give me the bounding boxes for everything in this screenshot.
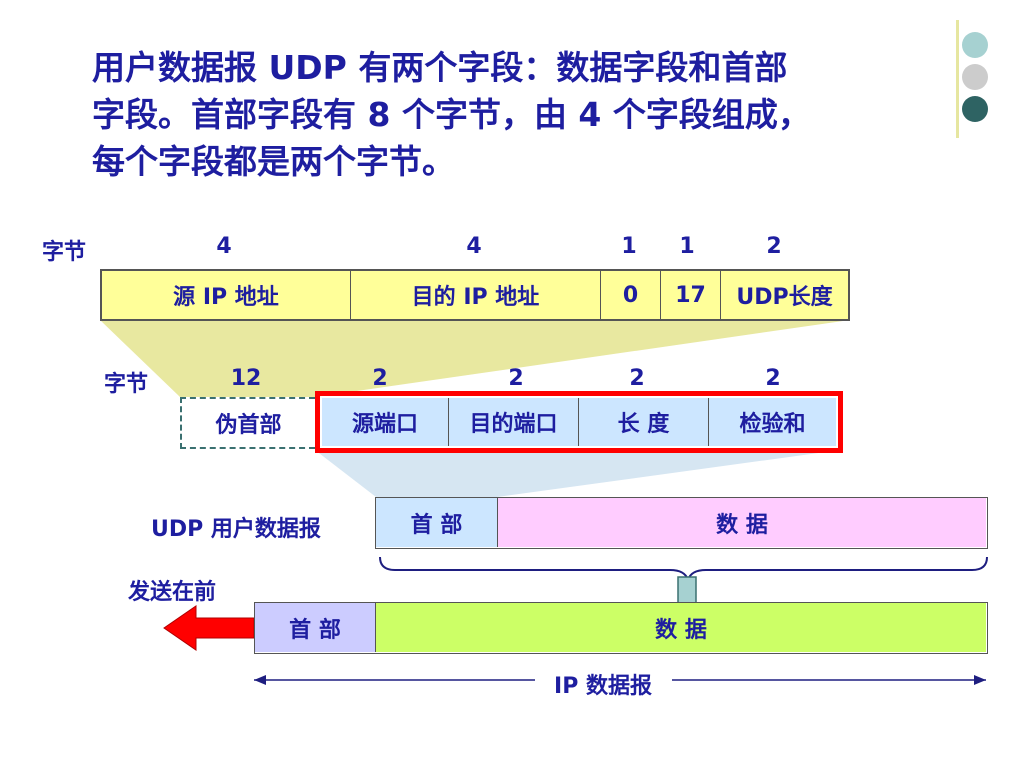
pseudo-header-field: 伪首部 bbox=[180, 397, 315, 449]
udp-datagram-row: 首 部 数 据 bbox=[375, 497, 988, 549]
title-line-1: 用户数据报 UDP 有两个字段：数据字段和首部 bbox=[92, 48, 788, 87]
udp-datagram-label: UDP 用户数据报 bbox=[151, 517, 321, 542]
ip-datagram-label: IP 数据报 bbox=[554, 674, 652, 699]
udp-field-length: 长 度 bbox=[578, 398, 708, 446]
udp-field-dst-port: 目的端口 bbox=[448, 398, 578, 446]
ip-datagram-row: 首 部 数 据 bbox=[254, 602, 988, 654]
udp-header-expansion bbox=[315, 450, 840, 497]
udp-bytes-label: 字节 bbox=[104, 372, 149, 397]
decorative-dot-3 bbox=[962, 96, 988, 122]
pseudo-header-row: 源 IP 地址 目的 IP 地址 0 17 UDP长度 bbox=[100, 269, 850, 321]
ip-datagram-header: 首 部 bbox=[255, 603, 375, 652]
decorative-dot-1 bbox=[962, 32, 988, 58]
pseudo-bytes-label: 字节 bbox=[42, 240, 87, 265]
ip-length-arrowhead-right-icon bbox=[974, 675, 986, 685]
udp-byte-count-1: 12 bbox=[230, 366, 262, 391]
decorative-dot-2 bbox=[962, 64, 988, 90]
pseudo-byte-count-2: 4 bbox=[466, 234, 482, 259]
udp-datagram-data: 数 据 bbox=[497, 498, 986, 547]
pseudo-byte-count-4: 1 bbox=[679, 234, 695, 259]
pseudo-field-zero: 0 bbox=[600, 271, 660, 319]
ip-length-arrowhead-left-icon bbox=[254, 675, 266, 685]
pseudo-byte-count-1: 4 bbox=[216, 234, 232, 259]
decorative-line bbox=[956, 20, 959, 138]
send-first-arrow-icon bbox=[163, 605, 255, 651]
udp-byte-count-2: 2 bbox=[372, 366, 388, 391]
pseudo-field-protocol: 17 bbox=[660, 271, 720, 319]
pseudo-field-src-ip: 源 IP 地址 bbox=[173, 285, 279, 310]
pseudo-byte-count-3: 1 bbox=[621, 234, 637, 259]
udp-field-src-port: 源端口 bbox=[351, 412, 418, 437]
udp-datagram-header: 首 部 bbox=[376, 498, 497, 547]
page-title: 用户数据报 UDP 有两个字段：数据字段和首部 字段。首部字段有 8 个字节，由… bbox=[92, 44, 932, 185]
udp-field-checksum: 检验和 bbox=[708, 398, 836, 446]
send-first-label: 发送在前 bbox=[128, 580, 217, 605]
udp-byte-count-3: 2 bbox=[508, 366, 524, 391]
udp-byte-count-5: 2 bbox=[765, 366, 781, 391]
udp-byte-count-4: 2 bbox=[629, 366, 645, 391]
title-line-3: 每个字段都是两个字节。 bbox=[92, 142, 455, 181]
title-line-2: 字段。首部字段有 8 个字节，由 4 个字段组成， bbox=[92, 95, 811, 134]
pseudo-byte-count-5: 2 bbox=[766, 234, 782, 259]
udp-header-highlight bbox=[315, 391, 843, 453]
ip-datagram-data: 数 据 bbox=[375, 603, 986, 652]
udp-header-row: 源端口 目的端口 长 度 检验和 bbox=[322, 398, 836, 446]
pseudo-header-expansion bbox=[100, 320, 850, 397]
pseudo-field-udp-length: UDP长度 bbox=[720, 271, 848, 319]
pseudo-field-dst-ip: 目的 IP 地址 bbox=[350, 271, 600, 319]
